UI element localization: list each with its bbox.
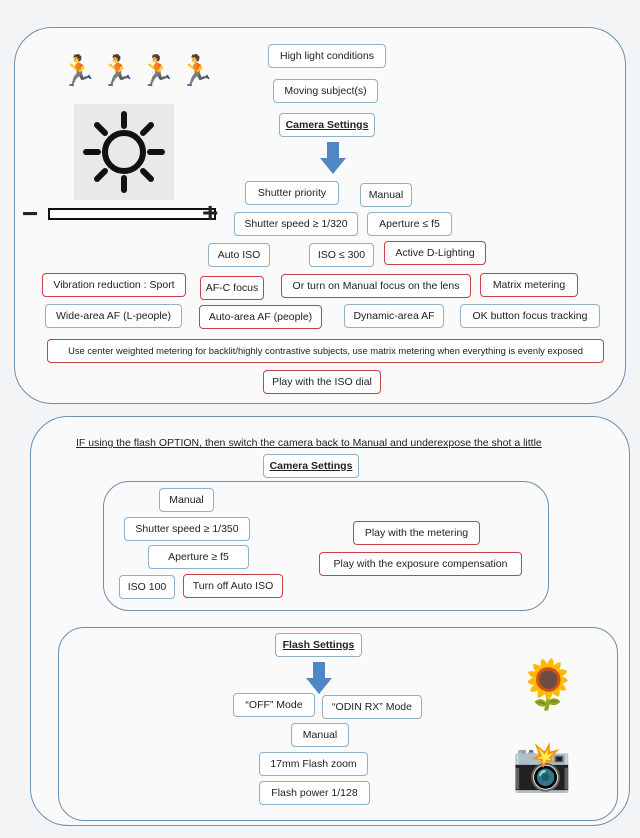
- flash-iso: ISO 100: [119, 575, 175, 599]
- flash-mode-manual: Manual: [291, 723, 349, 747]
- aperture: Aperture ≤ f5: [367, 212, 452, 236]
- sun-card: [74, 104, 174, 200]
- matrix-metering: Matrix metering: [480, 273, 578, 297]
- active-d-lighting: Active D-Lighting: [384, 241, 486, 265]
- auto-area-af: Auto-area AF (people): [199, 305, 322, 329]
- flash-camera-settings-title: Camera Settings: [263, 454, 359, 478]
- manual-mode: Manual: [360, 183, 412, 207]
- sun-icon: [83, 111, 165, 193]
- vibration-reduction: Vibration reduction : Sport: [42, 273, 186, 297]
- auto-iso: Auto ISO: [208, 243, 270, 267]
- exposure-scale: − +: [22, 197, 228, 229]
- metering-advice: Use center weighted metering for backlit…: [47, 339, 604, 363]
- wide-area-af: Wide-area AF (L-people): [45, 304, 182, 328]
- shutter-priority: Shutter priority: [245, 181, 339, 205]
- down-arrow-icon: [320, 142, 346, 174]
- exposure-plus-label: +: [202, 197, 219, 228]
- exposure-compensation: Play with the exposure compensation: [319, 552, 522, 576]
- turn-off-auto-iso: Turn off Auto ISO: [183, 574, 283, 598]
- flash-down-arrow-icon: [306, 662, 332, 694]
- flash-power: Flash power 1/128: [259, 781, 370, 805]
- flash-option-note: IF using the flash OPTION, then switch t…: [76, 437, 542, 449]
- sunflower-icon: 🌻: [518, 659, 578, 712]
- flash-manual-mode: Manual: [159, 488, 214, 512]
- flash-shutter-speed: Shutter speed ≥ 1/350: [124, 517, 250, 541]
- camera-flash-icon: 📸: [512, 741, 572, 794]
- off-mode: “OFF” Mode: [233, 693, 315, 717]
- exposure-minus-label: −: [22, 198, 39, 229]
- running-people-icon: 🏃🏃🏃🏃: [60, 55, 218, 88]
- flash-aperture: Aperture ≥ f5: [148, 545, 249, 569]
- camera-settings-title: Camera Settings: [279, 113, 375, 137]
- flash-zoom: 17mm Flash zoom: [259, 752, 368, 776]
- af-c-focus: AF-C focus: [200, 276, 264, 300]
- iso-limit: ISO ≤ 300: [309, 243, 374, 267]
- manual-focus-lens: Or turn on Manual focus on the lens: [281, 274, 471, 298]
- shutter-speed: Shutter speed ≥ 1/320: [234, 212, 358, 236]
- flash-settings-title: Flash Settings: [275, 633, 362, 657]
- moving-subjects: Moving subject(s): [273, 79, 378, 103]
- play-with-metering: Play with the metering: [353, 521, 480, 545]
- exposure-bar: [48, 208, 216, 220]
- iso-dial: Play with the ISO dial: [263, 370, 381, 394]
- dynamic-area-af: Dynamic-area AF: [344, 304, 444, 328]
- odin-rx-mode: “ODIN RX” Mode: [322, 695, 422, 719]
- high-light-conditions: High light conditions: [268, 44, 386, 68]
- ok-button-focus-tracking: OK button focus tracking: [460, 304, 600, 328]
